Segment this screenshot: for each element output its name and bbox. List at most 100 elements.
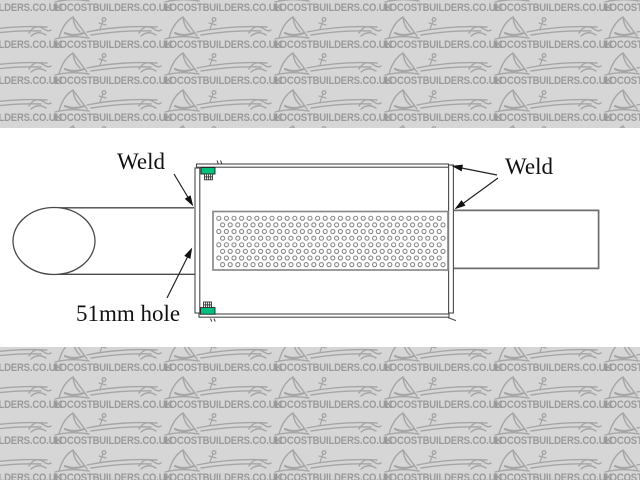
hatch-ticks-bottom <box>210 318 216 322</box>
car-logo-icon <box>274 15 382 40</box>
car-logo-icon <box>54 52 162 76</box>
car-logo-icon <box>604 412 640 436</box>
watermark-tile: LOCOSTBUILDERS.CO.UK <box>603 347 640 374</box>
watermark-tile: LOCOSTBUILDERS.CO.UK <box>163 374 282 411</box>
watermark-tile: LOCOSTBUILDERS.CO.UK <box>53 123 163 128</box>
car-logo-icon <box>399 125 437 128</box>
watermark-tile: LOCOSTBUILDERS.CO.UK <box>273 14 392 51</box>
watermark-text: LOCOSTBUILDERS.CO.UK <box>0 362 63 374</box>
weld-bolt-top <box>204 173 213 181</box>
car-logo-icon <box>69 125 107 128</box>
watermark-text: LOCOSTBUILDERS.CO.UK <box>0 398 63 411</box>
watermark-text: LOCOSTBUILDERS.CO.UK <box>384 75 503 87</box>
watermark-text: LOCOSTBUILDERS.CO.UK <box>0 111 63 124</box>
watermark-tile: LOCOSTBUILDERS.CO.UK <box>163 14 282 51</box>
watermark-text: LOCOSTBUILDERS.CO.UK <box>54 362 173 374</box>
watermark-text: LOCOSTBUILDERS.CO.UK <box>164 435 283 447</box>
car-logo-icon <box>54 412 162 436</box>
car-logo-icon <box>164 88 272 113</box>
watermark-tile: LOCOSTBUILDERS.CO.UK <box>603 14 640 51</box>
watermark-tile: LOCOSTBUILDERS.CO.UK <box>383 374 502 411</box>
watermark-tile: LOCOSTBUILDERS.CO.UK <box>383 347 502 374</box>
watermark-tile: LOCOSTBUILDERS.CO.UK <box>163 0 282 14</box>
watermark-tile: LOCOSTBUILDERS.CO.UK <box>493 87 612 124</box>
watermark-tile: LOCOSTBUILDERS.CO.UK <box>383 0 502 14</box>
car-logo-icon <box>54 375 162 400</box>
outlet-pipe <box>453 209 600 270</box>
watermark-tile: LOCOSTBUILDERS.CO.UK <box>53 14 172 51</box>
watermark-tile: LOCOSTBUILDERS.CO.UK <box>273 0 392 14</box>
watermark-text: LOCOSTBUILDERS.CO.UK <box>384 111 503 124</box>
watermark-tile: LOCOSTBUILDERS.CO.UK <box>493 14 612 51</box>
watermark-text: LOCOSTBUILDERS.CO.UK <box>604 471 640 480</box>
watermark-tile: LOCOSTBUILDERS.CO.UK <box>273 410 392 447</box>
car-logo-icon <box>604 88 640 113</box>
watermark-text: LOCOSTBUILDERS.CO.UK <box>0 2 63 14</box>
watermark-text: LOCOSTBUILDERS.CO.UK <box>164 2 283 14</box>
weld-label-left: Weld <box>117 149 165 174</box>
watermark-tile: LOCOSTBUILDERS.CO.UK <box>273 50 392 87</box>
watermark-tile: LOCOSTBUILDERS.CO.UK <box>383 50 502 87</box>
watermark-tile: LOCOSTBUILDERS.CO.UK <box>53 0 172 14</box>
left-end-plate <box>194 167 201 314</box>
watermark-text: LOCOSTBUILDERS.CO.UK <box>164 362 283 374</box>
car-logo-icon <box>384 15 492 40</box>
car-logo-icon <box>494 412 602 436</box>
watermark-text: LOCOSTBUILDERS.CO.UK <box>54 111 173 124</box>
watermark-tile: LOCOSTBUILDERS.CO.UK <box>383 14 502 51</box>
weld-pointer-right-top <box>451 164 498 176</box>
hole-pointer <box>166 247 193 299</box>
car-logo-icon <box>274 0 310 3</box>
car-logo-icon <box>604 0 640 3</box>
weld-label-right: Weld <box>505 154 553 179</box>
car-logo-icon <box>274 347 382 363</box>
car-logo-icon <box>619 125 626 128</box>
car-logo-icon <box>384 52 492 76</box>
car-logo-icon <box>494 88 602 113</box>
watermark-text: LOCOSTBUILDERS.CO.UK <box>384 2 503 14</box>
body-top-shell <box>195 163 450 168</box>
watermark-text: LOCOSTBUILDERS.CO.UK <box>604 398 640 411</box>
watermark-text: LOCOSTBUILDERS.CO.UK <box>164 111 283 124</box>
watermark-text: LOCOSTBUILDERS.CO.UK <box>54 471 173 480</box>
watermark-tile: LOCOSTBUILDERS.CO.UK <box>0 374 62 411</box>
watermark-tile: LOCOSTBUILDERS.CO.UK <box>53 410 172 447</box>
car-logo-icon <box>164 448 272 473</box>
car-logo-icon <box>179 125 217 128</box>
watermark-tile: LOCOSTBUILDERS.CO.UK <box>0 50 62 87</box>
watermark-text: LOCOSTBUILDERS.CO.UK <box>494 362 613 374</box>
watermark-text: LOCOSTBUILDERS.CO.UK <box>274 398 393 411</box>
watermark-tile: LOCOSTBUILDERS.CO.UK <box>383 87 502 124</box>
car-logo-icon <box>54 347 162 363</box>
car-logo-icon <box>54 88 162 113</box>
watermark-tile: LOCOSTBUILDERS.CO.UK <box>383 410 502 447</box>
watermark-tile: LOCOSTBUILDERS.CO.UK <box>163 447 282 480</box>
car-logo-icon <box>0 25 52 37</box>
watermark-tile: LOCOSTBUILDERS.CO.UK <box>493 50 612 87</box>
watermark-text: LOCOSTBUILDERS.CO.UK <box>494 111 613 124</box>
body-bottom-shell <box>198 313 450 318</box>
watermark-text: LOCOSTBUILDERS.CO.UK <box>274 2 393 14</box>
watermark-text: LOCOSTBUILDERS.CO.UK <box>384 471 503 480</box>
watermark-text: LOCOSTBUILDERS.CO.UK <box>54 435 173 447</box>
watermark-tile: LOCOSTBUILDERS.CO.UK <box>493 123 603 128</box>
car-logo-icon <box>384 88 492 113</box>
watermark-tile: LOCOSTBUILDERS.CO.UK <box>53 50 172 87</box>
watermark-tile: LOCOSTBUILDERS.CO.UK <box>493 0 612 14</box>
watermark-text: LOCOSTBUILDERS.CO.UK <box>494 75 613 87</box>
car-logo-icon <box>384 448 492 473</box>
watermark-text: LOCOSTBUILDERS.CO.UK <box>384 362 503 374</box>
watermark-tile: LOCOSTBUILDERS.CO.UK <box>273 347 392 374</box>
watermark-text: LOCOSTBUILDERS.CO.UK <box>494 38 613 51</box>
watermark-text: LOCOSTBUILDERS.CO.UK <box>604 75 640 87</box>
watermark-text: LOCOSTBUILDERS.CO.UK <box>494 435 613 447</box>
car-logo-icon <box>0 61 52 73</box>
watermark-text: LOCOSTBUILDERS.CO.UK <box>604 111 640 124</box>
watermark-text: LOCOSTBUILDERS.CO.UK <box>274 471 393 480</box>
car-logo-icon <box>54 448 162 473</box>
watermark-tile: LOCOSTBUILDERS.CO.UK <box>53 347 172 374</box>
watermark-text: LOCOSTBUILDERS.CO.UK <box>54 2 173 14</box>
watermark-tile: LOCOSTBUILDERS.CO.UK <box>0 14 62 51</box>
watermark-text: LOCOSTBUILDERS.CO.UK <box>164 398 283 411</box>
